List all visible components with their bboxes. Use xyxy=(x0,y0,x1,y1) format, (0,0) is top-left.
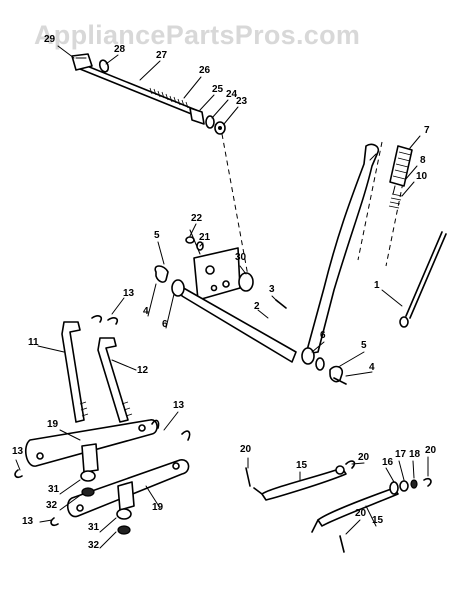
callout-p17: 17 xyxy=(395,449,407,460)
callout-p32b: 32 xyxy=(88,540,100,551)
callout-p18: 18 xyxy=(409,449,421,460)
lift-rod-assembly xyxy=(57,45,249,277)
callout-p13d: 13 xyxy=(22,516,34,527)
callout-p5b: 5 xyxy=(361,340,367,351)
callout-p23: 23 xyxy=(236,96,248,107)
callout-p25: 25 xyxy=(212,84,224,95)
callout-p13c: 13 xyxy=(12,446,24,457)
callout-p5a: 5 xyxy=(154,230,160,241)
callout-p1: 1 xyxy=(374,280,380,291)
callout-p8: 8 xyxy=(420,155,426,166)
callout-p21: 21 xyxy=(199,232,211,243)
callout-p3: 3 xyxy=(269,284,275,295)
callout-p13b: 13 xyxy=(173,400,185,411)
callout-p31b: 31 xyxy=(88,522,100,533)
callout-p32a: 32 xyxy=(46,500,58,511)
callout-p26: 26 xyxy=(199,65,211,76)
callout-p29: 29 xyxy=(44,34,56,45)
callout-p19a: 19 xyxy=(47,419,59,430)
callout-p15a: 15 xyxy=(296,460,308,471)
callout-p16: 16 xyxy=(382,457,394,468)
callout-p4b: 4 xyxy=(369,362,375,373)
callout-p2: 2 xyxy=(254,301,260,312)
callout-p15b: 15 xyxy=(372,515,384,526)
callout-p28: 28 xyxy=(114,44,126,55)
callout-p20d: 20 xyxy=(355,508,367,519)
callout-p19b: 19 xyxy=(152,502,164,513)
callout-p10: 10 xyxy=(416,171,428,182)
rear-links xyxy=(245,456,432,553)
lift-arms xyxy=(37,297,137,423)
callout-p30: 30 xyxy=(235,252,247,263)
lift-handle xyxy=(305,143,380,355)
callout-p22: 22 xyxy=(191,213,203,224)
spring-assembly xyxy=(357,135,421,267)
callout-p27: 27 xyxy=(156,50,168,61)
callout-p4a: 4 xyxy=(143,306,149,317)
callout-p31a: 31 xyxy=(48,484,60,495)
pivot-assembly xyxy=(147,223,373,385)
callout-p24: 24 xyxy=(226,89,238,100)
callout-p13a: 13 xyxy=(123,288,135,299)
callout-p12: 12 xyxy=(137,365,149,376)
lift-links xyxy=(14,411,191,549)
callout-p20b: 20 xyxy=(358,452,370,463)
rod-1 xyxy=(381,231,447,328)
callout-p11: 11 xyxy=(28,337,39,348)
callout-p7: 7 xyxy=(424,125,430,136)
callout-p20c: 20 xyxy=(425,445,437,456)
callout-p6a: 6 xyxy=(162,319,168,330)
callout-p6b: 6 xyxy=(320,330,326,341)
callout-p20a: 20 xyxy=(240,444,252,455)
